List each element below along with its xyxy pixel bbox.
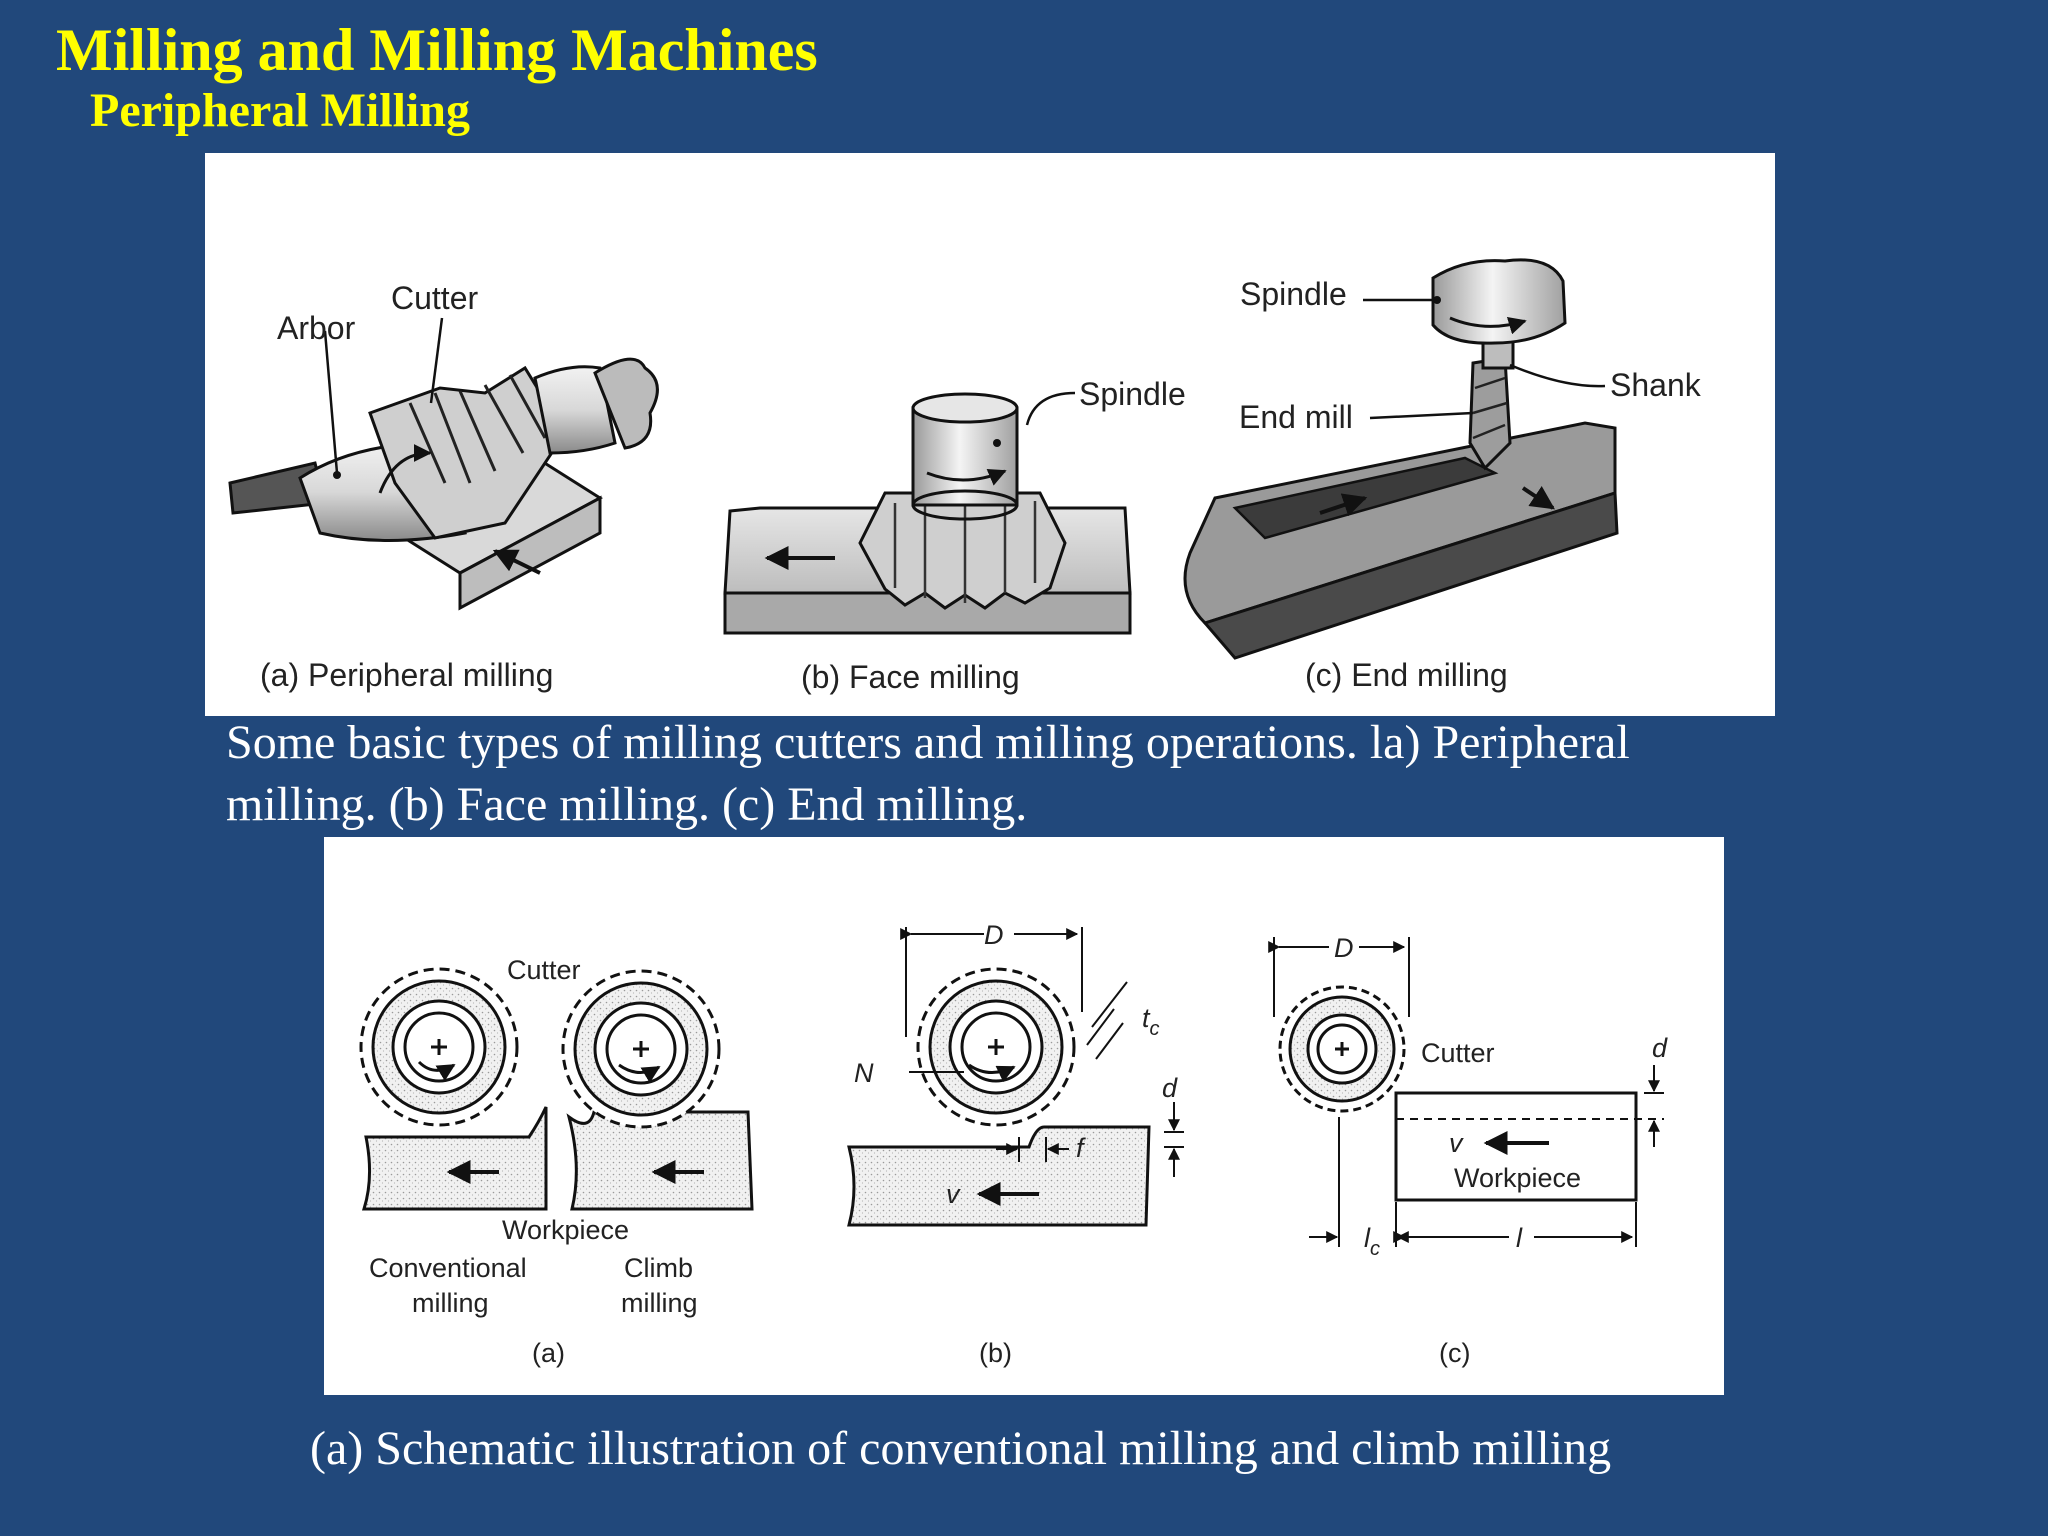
workpiece-c-label: Workpiece bbox=[1454, 1163, 1581, 1193]
conventional-climb-milling-figure: Cutter Workpiece Conventional milling Cl… bbox=[324, 837, 1724, 1395]
milling-parameters-b-illustration bbox=[847, 927, 1184, 1227]
conventional-label-2: milling bbox=[412, 1288, 489, 1318]
milling-operations-drawing: Arbor Cutter (a) Peripheral milling Spin… bbox=[228, 258, 1702, 695]
climb-label-2: milling bbox=[621, 1288, 698, 1318]
conventional-climb-drawing: Cutter Workpiece Conventional milling Cl… bbox=[359, 920, 1668, 1368]
panel-a-label: (a) Peripheral milling bbox=[260, 657, 553, 693]
shank-label: Shank bbox=[1610, 367, 1702, 403]
cutter-c-label: Cutter bbox=[1421, 1038, 1495, 1068]
panel-a-small-label: (a) bbox=[532, 1338, 565, 1368]
peripheral-milling-illustration bbox=[228, 317, 659, 611]
slide-title: Milling and Milling Machines bbox=[56, 17, 818, 83]
climb-label-1: Climb bbox=[624, 1253, 693, 1283]
f-label: f bbox=[1076, 1133, 1086, 1163]
spindle-c-label: Spindle bbox=[1240, 276, 1347, 312]
milling-operations-figure: Arbor Cutter (a) Peripheral milling Spin… bbox=[205, 153, 1775, 716]
tc-label: tc bbox=[1142, 1003, 1160, 1040]
N-label: N bbox=[854, 1058, 874, 1088]
D-c-label: D bbox=[1334, 933, 1354, 963]
figure-top-caption: Some basic types of milling cutters and … bbox=[226, 716, 1630, 831]
arbor-label: Arbor bbox=[277, 310, 356, 346]
spindle-b-label: Spindle bbox=[1079, 376, 1186, 412]
d-b-label: d bbox=[1162, 1073, 1178, 1103]
slide-subtitle: Peripheral Milling bbox=[90, 84, 470, 137]
v-c-label: v bbox=[1449, 1128, 1464, 1158]
workpiece-a-label: Workpiece bbox=[502, 1215, 629, 1245]
face-milling-illustration bbox=[723, 391, 1132, 635]
figure-bottom-caption: (a) Schematic illustration of convention… bbox=[310, 1422, 1612, 1475]
panel-b-label: (b) Face milling bbox=[801, 659, 1020, 695]
end-mill-label: End mill bbox=[1239, 399, 1353, 435]
l-label: l bbox=[1516, 1223, 1523, 1253]
d-c-label: d bbox=[1652, 1033, 1668, 1063]
panel-c-label: (c) End milling bbox=[1305, 657, 1508, 693]
end-milling-illustration bbox=[1183, 258, 1619, 660]
cutter-a-label: Cutter bbox=[507, 955, 581, 985]
conventional-climb-illustration bbox=[359, 967, 754, 1211]
cutter-label: Cutter bbox=[391, 280, 478, 316]
panel-b-small-label: (b) bbox=[979, 1338, 1012, 1368]
conventional-label-1: Conventional bbox=[369, 1253, 527, 1283]
lc-label: lc bbox=[1364, 1223, 1380, 1260]
v-b-label: v bbox=[946, 1179, 961, 1209]
panel-c-small-label: (c) bbox=[1439, 1338, 1470, 1368]
milling-parameters-c-illustration bbox=[1268, 937, 1664, 1247]
D-b-label: D bbox=[984, 920, 1004, 950]
